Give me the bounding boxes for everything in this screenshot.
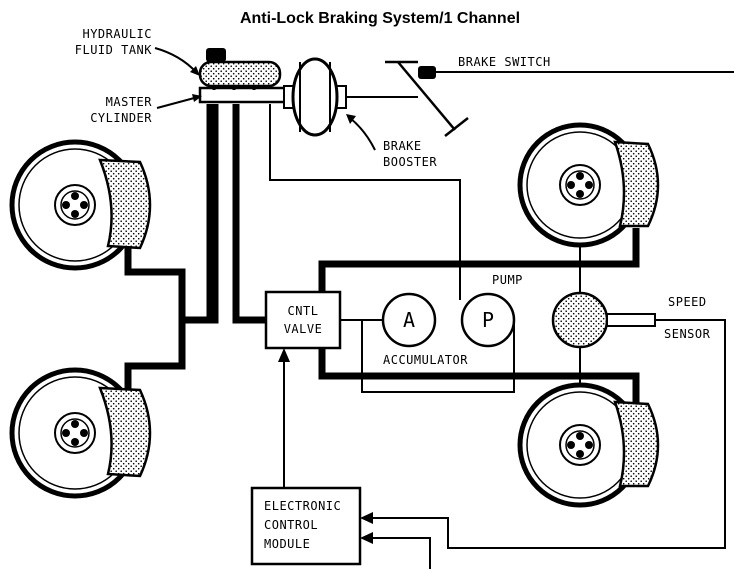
label-cylinder: CYLINDER xyxy=(90,111,152,125)
tank-cap xyxy=(206,48,226,62)
diagram-title: Anti-Lock Braking System/1 Channel xyxy=(240,10,520,27)
pump-letter: P xyxy=(482,308,494,332)
label-fluid-tank: FLUID TANK xyxy=(75,43,153,57)
ecm-input-wire xyxy=(370,537,431,569)
ecm-label-1: ELECTRONIC xyxy=(264,499,341,513)
line-master-valve xyxy=(232,104,266,324)
line-master-pump xyxy=(269,104,461,300)
electronic-control-module: ELECTRONIC CONTROL MODULE xyxy=(250,486,362,566)
caliper-front-left xyxy=(98,158,152,250)
pump: P xyxy=(460,292,516,348)
accumulator: A xyxy=(381,292,437,348)
brake-booster xyxy=(283,57,347,137)
wheel-front-right xyxy=(517,122,660,248)
caliper-front-right xyxy=(613,140,660,228)
ecm-label-2: CONTROL xyxy=(264,518,318,532)
label-master: MASTER xyxy=(106,95,153,109)
label-brake: BRAKE xyxy=(383,139,422,153)
callout-tank xyxy=(154,47,197,73)
callout-master xyxy=(156,96,199,109)
wheel-rear-left xyxy=(9,367,152,499)
accumulator-letter: A xyxy=(403,308,415,332)
cntl-label-1: CNTL xyxy=(288,304,319,318)
label-accumulator: ACCUMULATOR xyxy=(383,353,468,367)
caliper-rear-left xyxy=(98,386,152,478)
brake-switch xyxy=(418,66,436,79)
accumulator-loop xyxy=(361,320,515,393)
label-booster: BOOSTER xyxy=(383,155,437,169)
label-speed: SPEED xyxy=(668,295,707,309)
labels: HYDRAULIC FLUID TANK MASTER CYLINDER BRA… xyxy=(75,27,711,367)
line-master-left-a xyxy=(182,104,219,324)
callout-booster xyxy=(349,117,376,151)
master-cylinder-assembly xyxy=(198,48,287,104)
arrow-valve xyxy=(278,348,290,362)
arrowheads xyxy=(278,348,373,544)
speed-sensor-wire xyxy=(370,319,726,549)
wheel-rear-right xyxy=(517,382,660,508)
label-pump: PUMP xyxy=(492,273,523,287)
arrow-ecm-2 xyxy=(360,532,373,544)
label-sensor: SENSOR xyxy=(664,327,711,341)
fluid-tank xyxy=(198,60,282,88)
wheel-front-left xyxy=(9,139,152,271)
brake-pedal xyxy=(385,60,469,137)
ecm-label-3: MODULE xyxy=(264,537,310,551)
line-left-wheels xyxy=(124,240,186,400)
cntl-label-2: VALVE xyxy=(284,322,323,336)
control-valve: CNTL VALVE xyxy=(264,290,342,350)
callout-lines xyxy=(154,47,376,151)
label-hydraulic: HYDRAULIC xyxy=(82,27,152,41)
caliper-rear-right xyxy=(613,400,660,488)
label-brake-switch: BRAKE SWITCH xyxy=(458,55,551,69)
speed-sensor xyxy=(551,291,656,349)
arrow-ecm-1 xyxy=(360,512,373,524)
master-cylinder xyxy=(198,86,287,104)
